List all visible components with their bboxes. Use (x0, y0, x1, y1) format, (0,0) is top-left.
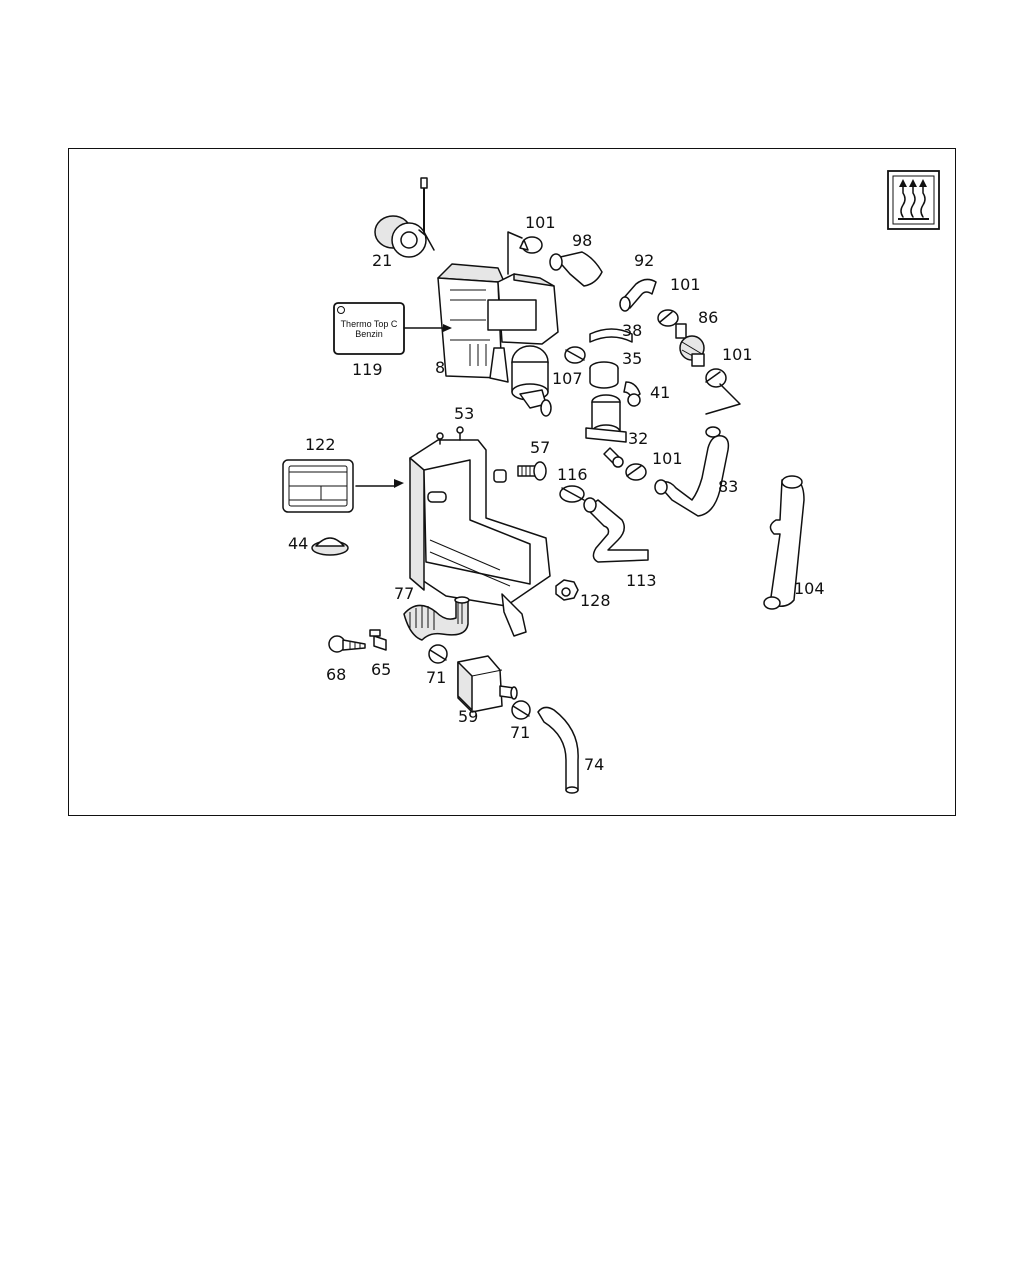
part-101-clamp-b (657, 309, 679, 327)
diagram-frame (68, 148, 956, 816)
label-65: 65 (371, 660, 391, 679)
part-68-screw (328, 635, 366, 653)
label-98: 98 (572, 231, 592, 250)
label-101-d: 101 (652, 449, 683, 468)
part-74-tail-pipe (537, 706, 579, 794)
label-92: 92 (634, 251, 654, 270)
label-71-b: 71 (510, 723, 530, 742)
label-35: 35 (622, 349, 642, 368)
label-68: 68 (326, 665, 346, 684)
label-107: 107 (552, 369, 583, 388)
part-119-tag: Thermo Top C Benzin (333, 302, 452, 355)
label-101-b: 101 (670, 275, 701, 294)
part-38-ring (589, 328, 633, 343)
part-122-panel (282, 459, 404, 513)
label-44: 44 (288, 534, 308, 553)
part-113-hose (583, 497, 649, 563)
part-65-clip (369, 629, 387, 651)
part-128-nut (555, 579, 579, 601)
part-21-sensor (374, 177, 435, 258)
label-74: 74 (584, 755, 604, 774)
label-41: 41 (650, 383, 670, 402)
label-8: 8 (435, 358, 445, 377)
part-8-heater-unit (437, 263, 559, 417)
label-101-a: 101 (525, 213, 556, 232)
part-101-clamp-d (625, 463, 647, 481)
part-53-bracket (409, 426, 551, 637)
part-101-clamp-a (507, 231, 543, 275)
label-71-a: 71 (426, 668, 446, 687)
tag-line2: Benzin (355, 329, 383, 339)
part-32-pump (585, 394, 627, 468)
part-98-hose (549, 251, 603, 287)
part-41-hose (623, 381, 641, 407)
label-113: 113 (626, 571, 657, 590)
tag-line1: Thermo Top C (341, 319, 398, 329)
part-83-hose (654, 426, 730, 517)
part-57-bolt (517, 461, 547, 481)
part-104-hose (763, 475, 805, 610)
label-21: 21 (372, 251, 392, 270)
label-101-c: 101 (722, 345, 753, 364)
label-116: 116 (557, 465, 588, 484)
label-104: 104 (794, 579, 825, 598)
label-38: 38 (622, 321, 642, 340)
label-77: 77 (394, 584, 414, 603)
part-107-clamp (564, 346, 586, 364)
label-32: 32 (628, 429, 648, 448)
part-59-silencer (457, 655, 518, 713)
part-71-clamp-a (428, 644, 448, 664)
label-59: 59 (458, 707, 478, 726)
label-86: 86 (698, 308, 718, 327)
heater-icon (887, 170, 940, 230)
part-77-flex-hose (403, 596, 470, 641)
part-116-clamp (559, 485, 585, 503)
label-57: 57 (530, 438, 550, 457)
part-92-elbow (619, 278, 657, 312)
label-53: 53 (454, 404, 474, 423)
part-44-grommet (311, 537, 349, 556)
label-119: 119 (352, 360, 383, 379)
label-128: 128 (580, 591, 611, 610)
label-122: 122 (305, 435, 336, 454)
label-83: 83 (718, 477, 738, 496)
part-86-valve (675, 323, 705, 367)
part-71-clamp-b (511, 700, 531, 720)
part-35-sleeve (589, 361, 619, 389)
part-101-clamp-c (705, 368, 741, 415)
